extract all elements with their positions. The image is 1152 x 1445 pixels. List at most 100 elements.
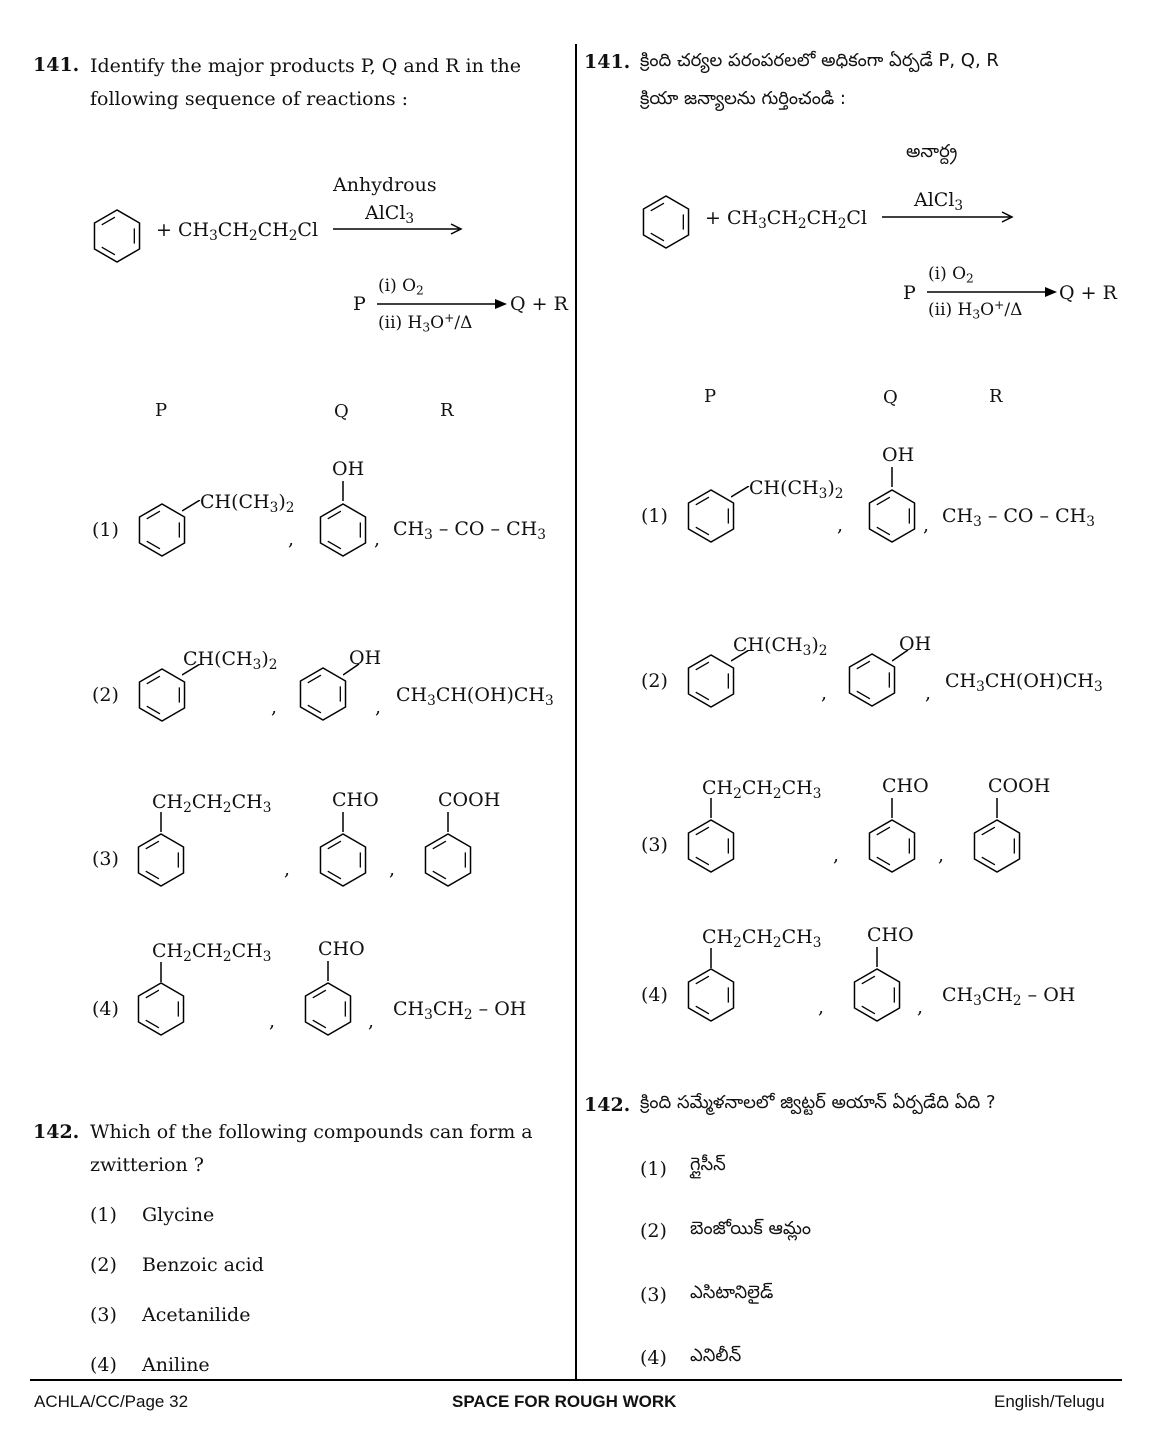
separator-comma: , [375, 696, 382, 718]
p-substituent: CH2CH2CH3 [702, 926, 822, 952]
option-text[interactable]: Aniline [142, 1354, 210, 1376]
option-number: (3) [90, 1304, 117, 1326]
option-number: (2) [92, 684, 119, 706]
separator-comma: , [833, 844, 840, 866]
option-text[interactable]: Glycine [142, 1204, 215, 1226]
benzene-ring-icon [868, 819, 916, 873]
benzene-ring-icon [687, 819, 735, 873]
separator-comma: , [288, 528, 295, 550]
question-stem-line2: following sequence of reactions : [90, 88, 409, 110]
benzene-ring-icon [93, 209, 141, 263]
benzene-ring-icon [973, 819, 1021, 873]
substituent-bond [892, 650, 909, 662]
benzene-ring-icon [138, 503, 186, 557]
substituent-bond [710, 948, 712, 968]
option-number: (4) [90, 1354, 117, 1376]
separator-comma: , [837, 514, 844, 536]
question-number: 141. [33, 54, 80, 76]
option-number: (2) [641, 670, 668, 692]
separator-comma: , [374, 528, 381, 550]
p-substituent: CH2CH2CH3 [152, 940, 272, 966]
step2-label: (ii) H3O+/Δ [378, 310, 473, 335]
separator-comma: , [925, 682, 932, 704]
benzene-ring-icon [424, 833, 472, 887]
condition-above: అనార్ద్ర [906, 141, 958, 162]
footer-language: English/Telugu [994, 1392, 1105, 1411]
question-number: 142. [33, 1121, 80, 1143]
separator-comma: , [917, 996, 924, 1018]
option-number: (4) [641, 984, 668, 1006]
p-substituent: CH(CH3)2 [200, 491, 295, 517]
option-number: (4) [92, 998, 119, 1020]
q-substituent: OH [332, 458, 365, 480]
benzene-ring-icon [868, 489, 916, 543]
q-substituent: OH [899, 633, 932, 655]
substituent-bond [731, 486, 750, 498]
substituent-bond [343, 664, 360, 676]
q-substituent: OH [349, 647, 382, 669]
r-product: CH3CH(OH)CH3 [396, 684, 554, 710]
benzene-ring-icon [319, 833, 367, 887]
r-product: CH3 – CO – CH3 [393, 518, 546, 544]
r-substituent: COOH [988, 775, 1051, 797]
column-header-q: Q [334, 401, 349, 422]
substituent-bond [996, 798, 998, 818]
p-substituent: CH2CH2CH3 [152, 791, 272, 817]
option-number: (1) [90, 1204, 117, 1226]
option-text[interactable]: ఎసిటానిలైడ్ [690, 1282, 774, 1303]
substituent-bond [891, 798, 893, 818]
option-text[interactable]: Benzoic acid [142, 1254, 264, 1276]
separator-comma: , [821, 682, 828, 704]
products-label: Q + R [1059, 282, 1117, 304]
q-substituent: CHO [318, 938, 365, 960]
step2-label: (ii) H3O+/Δ [928, 297, 1023, 322]
benzene-ring-icon [642, 195, 690, 249]
option-text[interactable]: Acetanilide [142, 1304, 251, 1326]
p-substituent: CH2CH2CH3 [702, 777, 822, 803]
benzene-ring-icon [687, 968, 735, 1022]
reaction-arrow-icon [927, 287, 1057, 297]
substituent-bond [160, 812, 162, 832]
separator-comma: , [284, 858, 291, 880]
benzene-ring-icon [687, 654, 735, 708]
catalyst-label: AlCl3 [365, 202, 415, 228]
column-divider [575, 44, 577, 1380]
option-number: (3) [92, 848, 119, 870]
option-number: (3) [640, 1284, 667, 1306]
substituent-bond [731, 650, 750, 662]
reactant-p: P [903, 282, 916, 304]
column-header-r: R [989, 386, 1003, 407]
question-stem-line2: క్రియా జన్యాలను గుర్తించండి : [640, 88, 846, 109]
substituent-bond [342, 812, 344, 832]
step1-label: (i) O2 [928, 264, 974, 286]
column-header-p: P [155, 400, 168, 421]
substituent-bond [876, 947, 878, 967]
reaction-arrow-icon [882, 211, 1014, 223]
question-stem-line1: Which of the following compounds can for… [90, 1121, 533, 1143]
option-text[interactable]: ఎనిలీన్ [690, 1345, 742, 1366]
r-product: CH3CH(OH)CH3 [945, 670, 1103, 696]
r-substituent: COOH [438, 789, 501, 811]
benzene-ring-icon [137, 833, 185, 887]
separator-comma: , [368, 1010, 375, 1032]
separator-comma: , [271, 696, 278, 718]
question-stem-line1: క్రింది సమ్మేళనాలలో జ్విట్టర్ అయాన్ ఏర్ప… [640, 1092, 996, 1113]
r-product: CH3CH2 – OH [393, 998, 527, 1024]
benzene-ring-icon [138, 668, 186, 722]
products-label: Q + R [510, 293, 568, 315]
option-text[interactable]: బెంజోయిక్ ఆమ్లం [690, 1218, 812, 1239]
q-substituent: CHO [882, 775, 929, 797]
p-substituent: CH(CH3)2 [183, 648, 278, 674]
reaction-arrow-icon [377, 299, 507, 309]
condition-above: Anhydrous [333, 174, 437, 196]
separator-comma: , [923, 514, 930, 536]
option-number: (2) [90, 1254, 117, 1276]
substituent-bond [182, 500, 201, 512]
question-stem-line1: క్రింది చర్యల పరంపరలలో అధికంగా ఏర్పడే P,… [640, 50, 999, 71]
column-header-r: R [440, 400, 454, 421]
q-substituent: CHO [332, 789, 379, 811]
benzene-ring-icon [319, 503, 367, 557]
reactant-p: P [353, 293, 366, 315]
option-text[interactable]: గ్లైసీన్ [690, 1154, 726, 1175]
